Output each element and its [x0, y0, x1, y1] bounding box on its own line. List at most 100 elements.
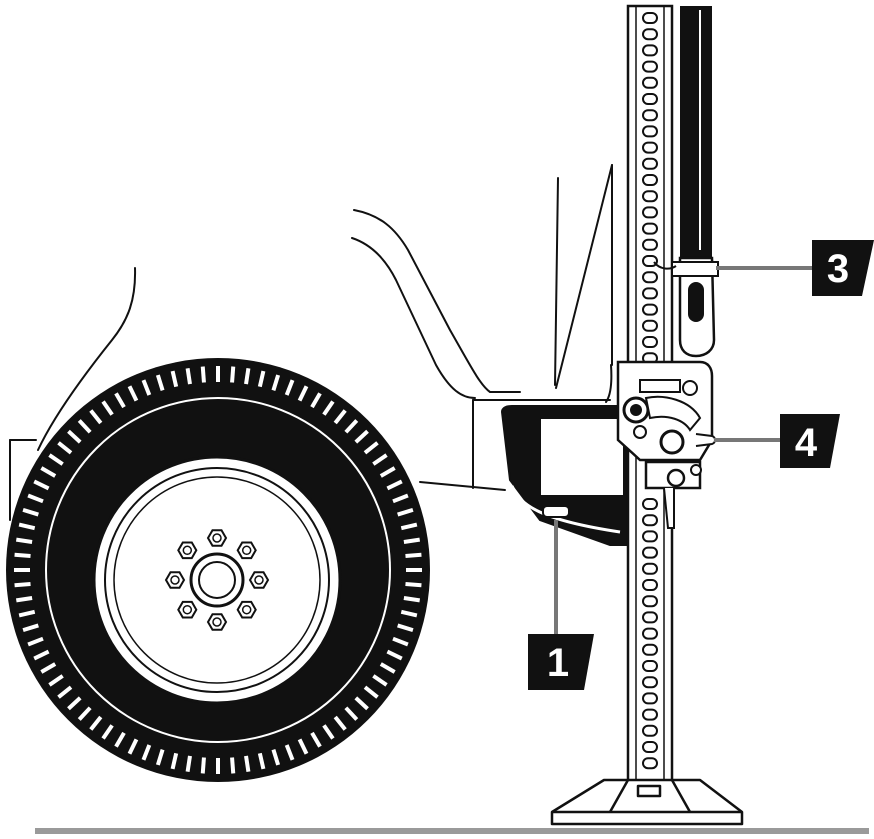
lug-nut-center: [254, 575, 264, 585]
bar-hole: [642, 174, 658, 186]
bar-hole: [642, 222, 658, 235]
bar-hole: [642, 157, 658, 170]
tread-notch: [284, 744, 295, 761]
bar-hole: [642, 93, 658, 105]
tread-notch: [363, 441, 379, 455]
tread-notch: [22, 507, 39, 517]
tread-notch: [244, 755, 251, 773]
tread-notch: [344, 706, 359, 721]
bar-hole: [642, 255, 658, 267]
tread-notch: [114, 392, 126, 409]
tread-notch: [363, 685, 379, 699]
tread-notch: [297, 385, 309, 402]
tread-notch: [386, 479, 403, 491]
tread-notch: [344, 419, 359, 434]
tread-notch: [271, 749, 281, 766]
tread-notch: [310, 392, 322, 409]
tread-notch: [57, 441, 73, 455]
tread-notch: [48, 453, 64, 466]
tread-notch: [397, 507, 414, 517]
bar-hole: [642, 708, 658, 721]
tread-notch: [89, 715, 103, 731]
bar-hole: [642, 125, 658, 138]
tread-notch: [170, 752, 179, 770]
tread-notch: [322, 724, 335, 740]
lug-nut-center: [182, 545, 193, 556]
tread-notch: [155, 374, 165, 391]
lug-nut-center: [212, 533, 222, 543]
tread-notch: [257, 752, 266, 770]
tread-notch: [405, 552, 422, 558]
bar-hole: [642, 287, 658, 300]
bar-hole: [642, 336, 658, 348]
tread-notch: [33, 479, 50, 491]
jack-base-plate: [550, 778, 744, 826]
callout-3: 3: [812, 240, 874, 296]
tread-notch: [18, 609, 36, 618]
tread-notch: [257, 370, 266, 388]
tire-tread: [14, 366, 422, 774]
tread-notch: [297, 738, 309, 755]
bar-hole: [642, 741, 658, 753]
tread-notch: [354, 696, 369, 711]
tread-notch: [14, 582, 31, 588]
tread-notch: [127, 738, 139, 755]
bar-hole: [642, 514, 658, 527]
tread-notch: [322, 400, 335, 416]
tread-notch: [48, 674, 64, 687]
tread-notch: [22, 623, 39, 633]
jack-handle: [653, 6, 719, 358]
tread-notch: [15, 537, 33, 544]
bar-hole: [642, 595, 658, 608]
lug-nut-center: [241, 604, 252, 615]
tread-notch: [403, 537, 421, 544]
tread-notch: [33, 649, 50, 661]
tread-notch: [57, 685, 73, 699]
tread-notch: [200, 757, 206, 774]
tread-notch: [18, 522, 36, 531]
bar-hole: [642, 206, 658, 219]
tread-notch: [185, 367, 192, 385]
tread-notch: [27, 636, 44, 647]
bar-hole: [642, 190, 658, 203]
tread-notch: [333, 409, 347, 425]
bar-hole: [642, 643, 658, 656]
tire: [6, 358, 430, 782]
tread-notch: [170, 370, 179, 388]
tread-notch: [310, 731, 322, 748]
bar-hole: [642, 76, 658, 89]
jack-mechanism: [616, 360, 716, 529]
bar-hole: [642, 611, 658, 624]
tread-notch: [372, 453, 388, 466]
tread-notch: [379, 662, 396, 674]
bar-hole: [642, 562, 658, 575]
tread-notch: [185, 755, 192, 773]
tread-notch: [405, 582, 422, 588]
bumper-slot: [542, 505, 570, 518]
bar-hole: [642, 724, 658, 737]
bumper-block: [500, 405, 631, 546]
tread-notch: [230, 366, 236, 383]
tread-notch: [386, 649, 403, 661]
bottom-rule: [35, 828, 869, 834]
tread-notch: [101, 724, 114, 740]
tire-sidewall-ring: [45, 397, 391, 743]
tread-notch: [101, 400, 114, 416]
bar-holes: [642, 12, 658, 770]
tread-notch: [354, 429, 369, 444]
lug-nut-center: [212, 617, 222, 627]
tread-notch: [392, 636, 409, 647]
tread-notch: [403, 596, 421, 603]
bar-hole: [642, 660, 658, 672]
tread-notch: [333, 715, 347, 731]
callout-1: 1: [528, 634, 594, 690]
lug-nut-center: [182, 604, 193, 615]
tread-notch: [77, 419, 92, 434]
tread-notch: [200, 366, 206, 383]
leader-lines: [554, 266, 812, 634]
bar-hole: [642, 530, 658, 543]
tread-notch: [397, 623, 414, 633]
bar-hole: [642, 12, 658, 24]
tread-notch: [141, 744, 152, 761]
